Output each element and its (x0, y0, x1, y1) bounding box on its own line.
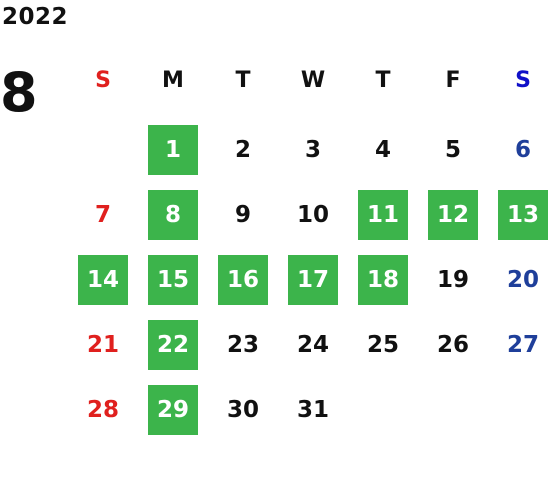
weekday-header-wednesday: W (300, 68, 326, 93)
day-cell-19: 19 (436, 267, 469, 293)
weekday-header-thursday: T (375, 68, 391, 93)
day-cell-8: 8 (148, 190, 198, 240)
day-cell-14: 14 (78, 255, 128, 305)
day-cell-12: 12 (428, 190, 478, 240)
day-cell-23: 23 (226, 332, 259, 358)
day-cell-29: 29 (148, 385, 198, 435)
day-cell-2: 2 (234, 137, 251, 163)
day-cell-1: 1 (148, 125, 198, 175)
day-cell-22: 22 (148, 320, 198, 370)
day-cell-20: 20 (506, 267, 539, 293)
day-cell-31: 31 (296, 397, 329, 423)
day-cell-7: 7 (94, 202, 111, 228)
day-cell-21: 21 (86, 332, 119, 358)
calendar-year: 2022 (2, 4, 69, 30)
calendar-month: 8 (0, 61, 38, 124)
day-cell-10: 10 (296, 202, 329, 228)
day-cell-9: 9 (234, 202, 251, 228)
day-cell-15: 15 (148, 255, 198, 305)
day-cell-3: 3 (304, 137, 321, 163)
day-cell-16: 16 (218, 255, 268, 305)
weekday-header-monday: M (162, 68, 184, 93)
weekday-header-friday: F (445, 68, 461, 93)
day-cell-13: 13 (498, 190, 548, 240)
day-cell-4: 4 (374, 137, 391, 163)
day-cell-6: 6 (514, 137, 531, 163)
day-cell-30: 30 (226, 397, 259, 423)
day-cell-5: 5 (444, 137, 461, 163)
weekday-header-saturday: S (515, 68, 531, 93)
day-cell-17: 17 (288, 255, 338, 305)
weekday-header-tuesday: T (235, 68, 251, 93)
day-cell-24: 24 (296, 332, 329, 358)
day-cell-27: 27 (506, 332, 539, 358)
day-cell-26: 26 (436, 332, 469, 358)
weekday-header-sunday: S (95, 68, 111, 93)
day-cell-25: 25 (366, 332, 399, 358)
day-cell-18: 18 (358, 255, 408, 305)
day-cell-28: 28 (86, 397, 119, 423)
day-cell-11: 11 (358, 190, 408, 240)
